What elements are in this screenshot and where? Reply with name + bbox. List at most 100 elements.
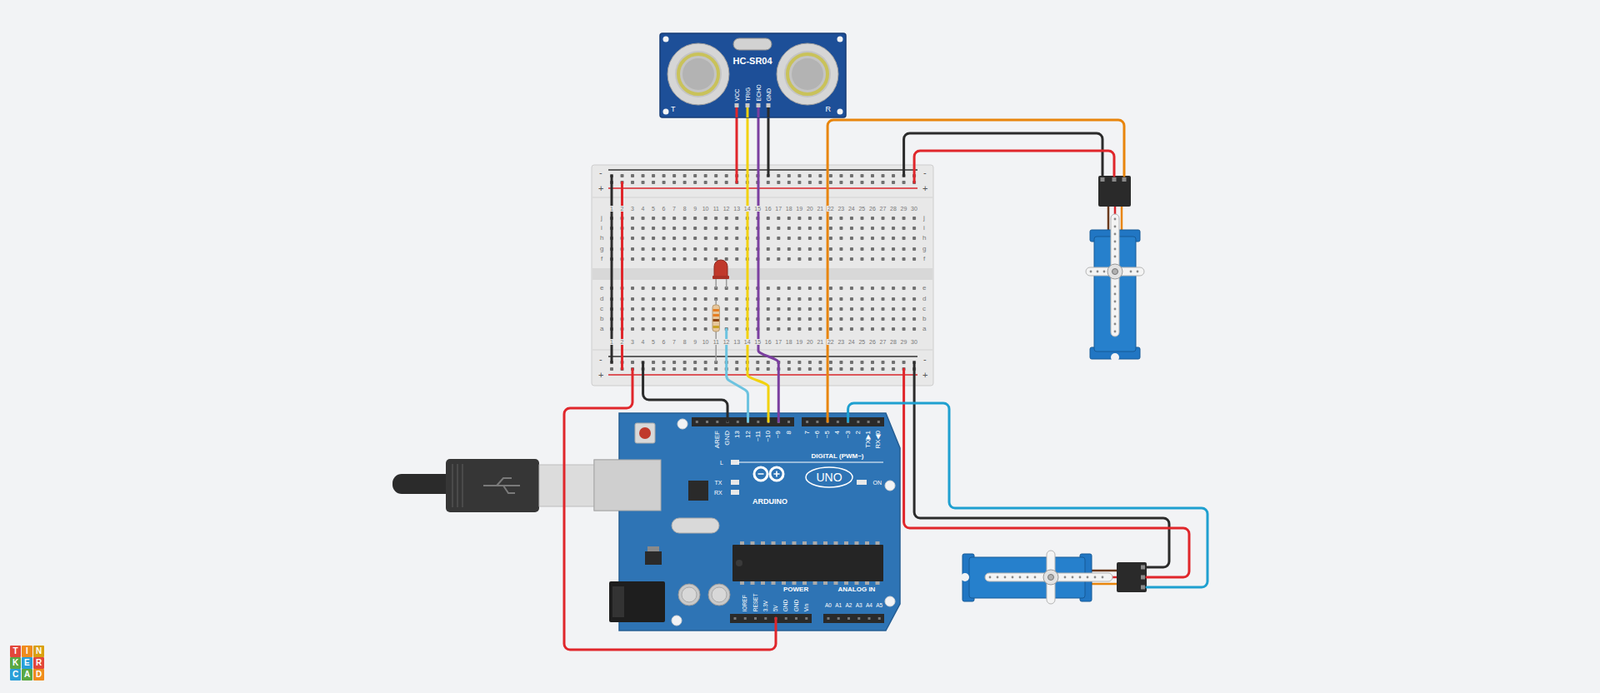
column-number: 18 xyxy=(785,205,794,212)
row-letter: f xyxy=(600,255,604,263)
column-number: 7 xyxy=(671,339,677,345)
breadboard-hole xyxy=(808,360,812,365)
breadboard-hole xyxy=(735,367,739,371)
wire-stub xyxy=(735,107,739,118)
breadboard-hole xyxy=(902,297,906,301)
breadboard-hole xyxy=(630,286,635,290)
breadboard-hole xyxy=(630,297,635,301)
row-letter: i xyxy=(922,225,926,232)
breadboard-hole xyxy=(912,286,916,290)
transducer-mark: R xyxy=(825,105,832,114)
breadboard-hole xyxy=(902,286,906,290)
breadboard-hole xyxy=(610,367,614,371)
breadboard-hole xyxy=(891,180,895,185)
breadboard-hole xyxy=(776,317,780,321)
led-leg xyxy=(715,278,717,289)
breadboard-hole xyxy=(693,286,697,290)
breadboard-hole xyxy=(787,180,791,185)
column-number: 29 xyxy=(900,339,909,345)
breadboard-hole xyxy=(651,236,655,240)
breadboard-hole xyxy=(860,360,864,365)
transducer xyxy=(776,43,839,105)
pin-label: A3 xyxy=(855,603,863,610)
transducer-core xyxy=(682,58,715,90)
column-number: 5 xyxy=(650,205,656,212)
breadboard-hole xyxy=(641,286,645,290)
horn-hole xyxy=(1019,576,1022,580)
chip-pin xyxy=(750,581,755,585)
row-letter: b xyxy=(599,315,605,323)
breadboard-hole xyxy=(662,360,666,365)
logo-tile: N xyxy=(33,645,45,658)
breadboard-hole xyxy=(672,247,676,251)
breadboard-hole xyxy=(672,216,676,220)
horn-hole xyxy=(1101,576,1105,580)
breadboard-hole xyxy=(672,236,676,240)
header-socket xyxy=(756,420,760,424)
usb-chip xyxy=(688,480,709,501)
row-letter: c xyxy=(599,305,605,313)
horn-hole xyxy=(1086,576,1090,580)
breadboard-hole xyxy=(818,307,822,311)
breadboard-hole xyxy=(755,367,760,371)
breadboard-hole xyxy=(818,360,822,365)
chip-pin xyxy=(802,541,807,545)
header-socket xyxy=(734,617,737,620)
breadboard-hole xyxy=(662,317,666,321)
breadboard-hole xyxy=(787,226,791,230)
breadboard-hole xyxy=(829,367,833,371)
breadboard-hole xyxy=(829,327,833,331)
header-socket xyxy=(744,617,747,620)
breadboard-hole xyxy=(881,174,885,178)
breadboard-hole xyxy=(766,297,770,301)
column-number: 19 xyxy=(795,205,804,212)
reset-cap xyxy=(639,427,651,440)
rail-sign: - xyxy=(598,168,604,178)
breadboard-hole xyxy=(662,216,666,220)
breadboard-hole xyxy=(672,327,676,331)
column-number: 28 xyxy=(889,205,898,212)
breadboard-hole xyxy=(787,297,791,301)
breadboard-hole xyxy=(797,174,801,178)
wire-stub xyxy=(826,413,830,422)
horn-hole xyxy=(1114,255,1117,259)
chip-pin xyxy=(844,581,849,585)
pin-label: 2 xyxy=(855,430,862,435)
breadboard-hole xyxy=(839,297,843,301)
mount-hole xyxy=(885,480,895,491)
breadboard-hole xyxy=(870,360,875,365)
breadboard-hole xyxy=(704,286,708,290)
logo-tile: K xyxy=(10,657,21,670)
breadboard-hole xyxy=(725,236,729,240)
pin-label: 12 xyxy=(744,430,751,439)
breadboard-hole xyxy=(839,307,843,311)
column-number: 19 xyxy=(795,339,804,345)
rail-sign: - xyxy=(922,355,928,365)
breadboard-hole xyxy=(818,317,822,321)
breadboard-hole xyxy=(735,317,739,321)
breadboard-hole xyxy=(860,174,864,178)
rail-sign: + xyxy=(597,370,605,380)
column-number: 15 xyxy=(753,205,762,212)
breadboard-hole xyxy=(797,297,801,301)
breadboard-hole xyxy=(704,307,708,311)
horn-hole xyxy=(1034,576,1037,580)
breadboard-hole xyxy=(662,257,666,261)
pin-label: 13 xyxy=(734,430,741,439)
breadboard-hole xyxy=(850,317,854,321)
breadboard-hole xyxy=(714,216,718,220)
breadboard-hole xyxy=(850,327,854,331)
breadboard-hole xyxy=(818,174,822,178)
row-letter: b xyxy=(921,315,927,323)
mount-hole xyxy=(671,615,682,626)
chip-pin xyxy=(834,541,839,545)
horn-hole xyxy=(1114,218,1117,221)
breadboard-hole xyxy=(902,360,906,365)
breadboard-hole xyxy=(651,307,655,311)
breadboard-hole xyxy=(662,367,666,371)
logo-tile: A xyxy=(21,669,33,681)
breadboard-hole xyxy=(641,247,645,251)
breadboard-hole xyxy=(776,257,780,261)
breadboard-hole xyxy=(641,216,645,220)
breadboard-hole xyxy=(839,317,843,321)
